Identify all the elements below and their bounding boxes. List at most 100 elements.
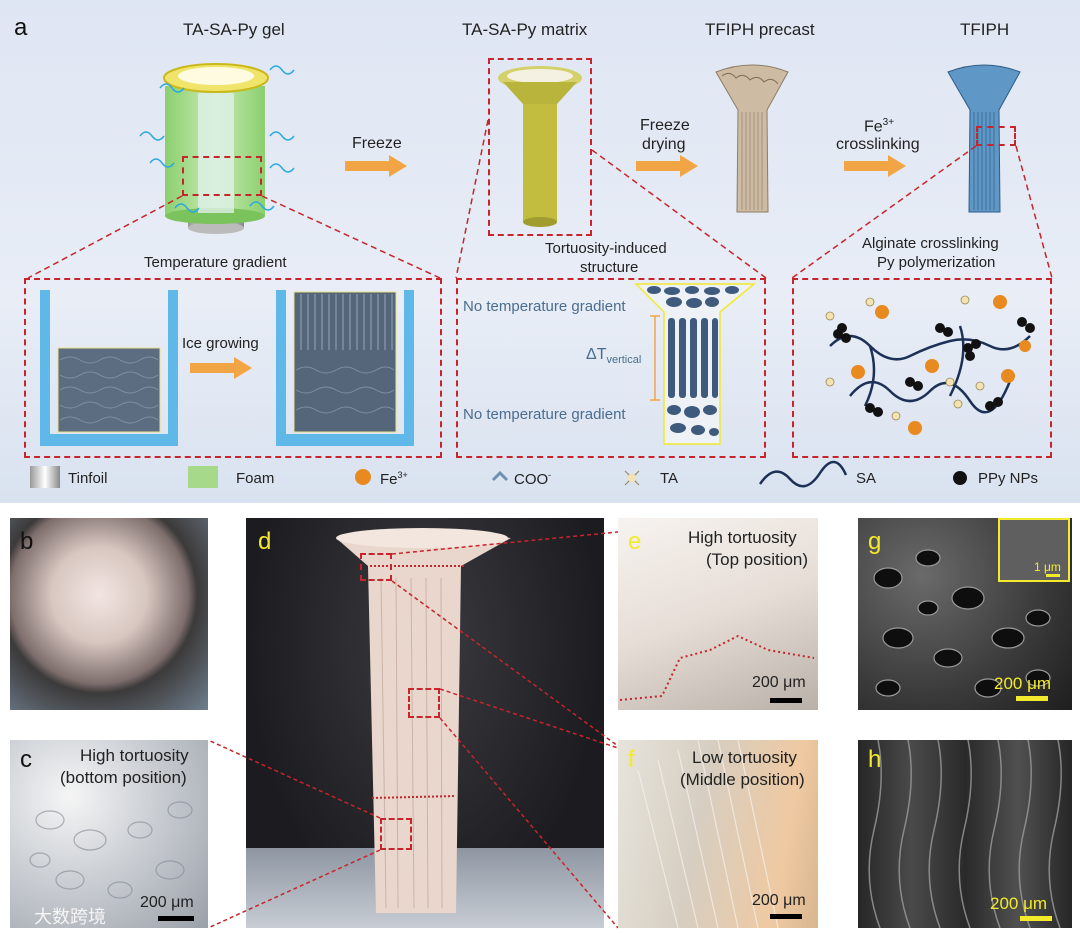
legend-ta: TA — [660, 470, 679, 487]
panel-f-caption-1: Low tortuosity — [692, 748, 797, 767]
delta-t-base: ΔT — [586, 346, 607, 363]
callout-alginate-2: Py polymerization — [877, 254, 996, 271]
panel-g-inset-scale-label: 1 μm — [1034, 560, 1061, 574]
freeze-drying-arrow-icon — [636, 155, 698, 177]
panel-h-label: h — [868, 746, 882, 773]
matrix-illustration — [498, 66, 582, 227]
legend-fe-base: Fe — [380, 471, 398, 488]
sa-chain-icon — [758, 460, 848, 488]
callout-tortuosity-2: structure — [580, 259, 639, 276]
panel-c-photo — [10, 740, 208, 928]
panel-d-label: d — [258, 528, 272, 555]
panel-e-caption-1: High tortuosity — [688, 528, 797, 547]
panel-e-caption-2: (Top position) — [706, 550, 809, 569]
arrow-fe-sup: 3+ — [882, 117, 895, 128]
panel-g-inset-scale-bar — [1046, 574, 1060, 577]
panel-h-scale-label: 200 μm — [990, 894, 1048, 913]
panel-d-middle-box — [408, 688, 440, 718]
callout-temperature-gradient: Temperature gradient — [144, 254, 287, 271]
watermark: 大数跨境 — [34, 907, 106, 927]
panel-f-caption-2: (Middle position) — [680, 770, 805, 789]
crosslinking-arrow-icon — [844, 155, 906, 177]
arrow-fe-label: Fe3+ — [864, 117, 894, 136]
panel-g-inset — [998, 518, 1070, 582]
legend-coo: COO- — [514, 470, 551, 488]
callout-tortuosity-1: Tortuosity-induced — [545, 240, 667, 257]
panel-c-scale-bar — [158, 916, 194, 921]
legend-fe: Fe3+ — [380, 470, 408, 488]
arrow-freeze-drying-2: drying — [642, 136, 686, 153]
panel-f-scale-label: 200 μm — [752, 892, 806, 909]
panel-g-scale-bar — [1016, 696, 1048, 701]
legend-ppy: PPy NPs — [978, 470, 1039, 487]
panel-f-channels — [637, 740, 779, 928]
panel-f-photo — [618, 740, 818, 928]
panel-c-caption-2: (bottom position) — [60, 768, 187, 787]
precast-illustration — [715, 64, 789, 213]
legend-fe-sup: 3+ — [397, 470, 408, 480]
arrow-freeze-label: Freeze — [352, 135, 402, 152]
panel-d-photo — [246, 518, 604, 928]
delta-t-bracket — [650, 315, 660, 401]
arrow-freeze-drying-1: Freeze — [640, 117, 690, 134]
panel-c-scale-label: 200 μm — [140, 894, 194, 911]
panel-h-sem — [858, 740, 1072, 928]
title-matrix: TA-SA-Py matrix — [462, 20, 588, 39]
panel-c-label: c — [20, 746, 32, 773]
panel-g-label: g — [868, 528, 882, 555]
panel-g-scale-label: 200 μm — [994, 674, 1052, 693]
legend-coo-base: COO — [514, 471, 549, 488]
panel-e-scale-label: 200 μm — [752, 674, 806, 691]
panel-e-scale-bar — [770, 698, 802, 703]
tortuosity-structure-illustration — [634, 283, 757, 445]
legend-sa: SA — [856, 470, 877, 487]
panel-e-boundary — [619, 634, 815, 701]
title-gel: TA-SA-Py gel — [183, 20, 285, 39]
panel-e-photo — [618, 518, 818, 710]
inset-ice-growth — [24, 278, 442, 458]
panel-h-channels — [868, 740, 1062, 928]
panel-d-connector-lines — [207, 531, 619, 929]
panel-b-photo — [10, 518, 208, 710]
legend-tinfoil: Tinfoil — [68, 470, 108, 487]
delta-t-label: ΔTvertical — [586, 346, 641, 366]
inset-network — [792, 278, 1052, 458]
panel-a-label: a — [14, 14, 28, 41]
callout-alginate-1: Alginate crosslinking — [862, 235, 999, 252]
container-after-freeze — [276, 290, 414, 446]
title-final: TFIPH — [960, 20, 1010, 39]
legend-coo-sup: - — [548, 470, 552, 480]
panel-h-scale-bar — [1020, 916, 1052, 921]
panel-f-label: f — [628, 746, 635, 773]
crosslinked-network-illustration — [825, 295, 1035, 435]
panel-d-bottom-box — [380, 818, 412, 850]
matrix-frame — [488, 58, 592, 236]
zoom-connector-lines — [27, 119, 1053, 279]
ta-molecule-icon — [624, 470, 640, 486]
legend-foam: Foam — [236, 470, 275, 487]
fe-ion-icon — [355, 469, 371, 485]
panel-c-pores — [29, 801, 193, 899]
gel-zoom-box — [182, 156, 262, 196]
no-gradient-top-label: No temperature gradient — [463, 298, 626, 315]
tfiph-zoom-box — [976, 126, 1016, 146]
panel-b-label: b — [20, 528, 34, 555]
arrow-crosslinking-label: crosslinking — [836, 136, 920, 153]
ice-growing-label: Ice growing — [182, 335, 259, 352]
panel-f-scale-bar — [770, 914, 802, 919]
ice-growing-arrow-icon — [190, 357, 252, 379]
arrow-fe-base: Fe — [864, 118, 883, 136]
freeze-arrow-icon — [345, 155, 407, 177]
foam-swatch-icon — [188, 466, 218, 488]
delta-t-sub: vertical — [606, 354, 642, 367]
ppy-nanoparticle-icon — [953, 471, 967, 485]
coo-caret-icon — [491, 470, 509, 482]
tfiph-illustration — [947, 64, 1021, 213]
panel-e-label: e — [628, 528, 642, 555]
no-gradient-bottom-label: No temperature gradient — [463, 406, 626, 423]
inset-tortuosity — [456, 278, 766, 458]
panel-c-caption-1: High tortuosity — [80, 746, 189, 765]
title-precast: TFIPH precast — [705, 20, 815, 39]
tinfoil-swatch-icon — [30, 466, 60, 488]
panel-g-pores — [873, 549, 1051, 698]
